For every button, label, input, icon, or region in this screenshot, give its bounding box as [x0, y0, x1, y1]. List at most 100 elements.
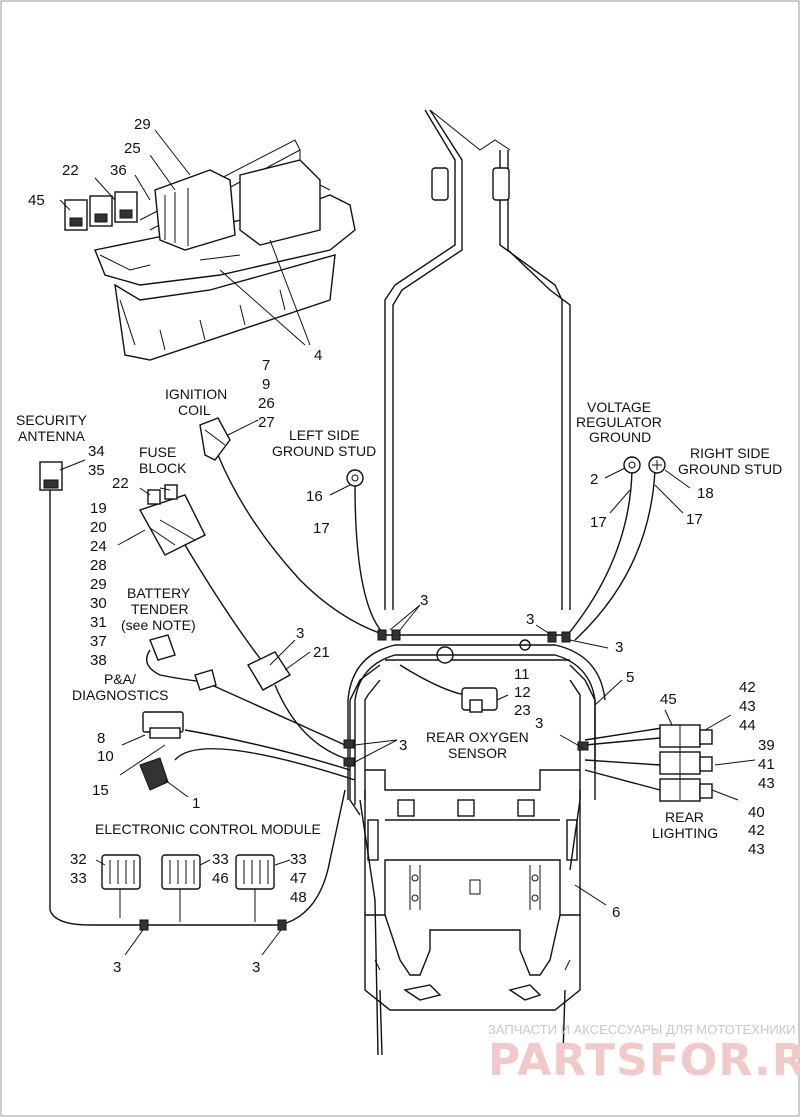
ignition-coil-label-2: COIL: [178, 402, 211, 418]
watermark: ЗАПЧАСТИ И АКСЕССУАРЫ ДЛЯ МОТОТЕХНИКИ PA…: [488, 1022, 800, 1086]
callout-24: 24: [90, 538, 107, 555]
leader-lines: [59, 419, 756, 956]
callout-3b: 3: [526, 611, 534, 628]
rear-oxygen-sensor-label-2: SENSOR: [448, 745, 507, 761]
callout-43b: 43: [758, 775, 775, 792]
fuse-block-label-2: BLOCK: [139, 460, 187, 476]
callout-39: 39: [758, 737, 775, 754]
component-labels: IGNITION COIL SECURITY ANTENNA FUSE BLOC…: [16, 386, 782, 841]
callout-5: 5: [626, 669, 634, 686]
ecm-connector-3: [235, 854, 275, 890]
callout-16: 16: [306, 488, 323, 505]
callout-17c: 17: [686, 511, 703, 528]
pa-diagnostics-label: P&A/: [104, 671, 136, 687]
callout-31: 31: [90, 614, 107, 631]
watermark-brand: PARTSFOR.RU: [488, 1035, 800, 1086]
callout-3a: 3: [420, 592, 428, 609]
callout-15: 15: [92, 782, 109, 799]
motorcycle-frame: [349, 109, 596, 1056]
right-ground-stud-label-2: GROUND STUD: [678, 461, 782, 477]
fuse-block-label: FUSE: [139, 444, 176, 460]
callout-33c: 33: [290, 851, 307, 868]
callout-3f: 3: [399, 737, 407, 754]
callout-3h: 3: [252, 959, 260, 976]
callout-numbers: 29 25 22 36 45 4 7 9 26 27 34 35 22 19 2…: [28, 116, 775, 976]
rear-lighting-label: REAR: [665, 809, 704, 825]
rear-oxygen-sensor-label: REAR OXYGEN: [426, 729, 529, 745]
callout-8: 8: [97, 730, 105, 747]
callout-17a: 17: [313, 520, 330, 537]
callout-22: 22: [62, 162, 79, 179]
callout-36: 36: [110, 162, 127, 179]
callout-47: 47: [290, 870, 307, 887]
callout-33a: 33: [70, 870, 87, 887]
callout-19: 19: [90, 500, 107, 517]
ecm-connector-2: [161, 854, 201, 890]
callout-28: 28: [90, 557, 107, 574]
callout-9: 9: [262, 376, 270, 393]
callout-43a: 43: [739, 698, 756, 715]
callout-22b: 22: [112, 475, 129, 492]
callout-20: 20: [90, 519, 107, 536]
callout-1: 1: [192, 795, 200, 812]
callout-3g: 3: [113, 959, 121, 976]
callout-25: 25: [124, 140, 141, 157]
callout-3d: 3: [296, 625, 304, 642]
callout-3c: 3: [615, 639, 623, 656]
callout-38: 38: [90, 652, 107, 669]
callout-3e: 3: [535, 715, 543, 732]
rear-lighting-label-2: LIGHTING: [652, 825, 718, 841]
callout-40: 40: [748, 804, 765, 821]
callout-10: 10: [97, 748, 114, 765]
ignition-coil-label: IGNITION: [165, 386, 227, 402]
callout-29b: 29: [90, 576, 107, 593]
battery-tender-label-2: TENDER: [131, 601, 189, 617]
fuse-block: [138, 484, 206, 556]
security-antenna: [39, 461, 63, 491]
callout-21: 21: [313, 644, 330, 661]
callout-26: 26: [258, 395, 275, 412]
voltage-regulator-label: VOLTAGE: [587, 399, 651, 415]
watermark-tagline: ЗАПЧАСТИ И АКСЕССУАРЫ ДЛЯ МОТОТЕХНИКИ: [488, 1022, 796, 1037]
callout-48: 48: [290, 889, 307, 906]
ecm-connector-1: [101, 854, 141, 890]
voltage-regulator-label-2: REGULATOR: [576, 414, 662, 430]
callout-17b: 17: [590, 514, 607, 531]
callout-45: 45: [28, 192, 45, 209]
callout-30: 30: [90, 595, 107, 612]
callout-11: 11: [514, 666, 530, 683]
callout-7: 7: [262, 357, 270, 374]
callout-33b: 33: [212, 851, 229, 868]
ignition-coil-connector: [199, 417, 231, 461]
callout-23: 23: [514, 702, 531, 719]
callout-32: 32: [70, 851, 87, 868]
security-antenna-label: SECURITY: [16, 412, 87, 428]
callout-6: 6: [612, 904, 620, 921]
left-ground-stud-label-2: GROUND STUD: [272, 443, 376, 459]
callout-35: 35: [88, 462, 105, 479]
callout-27: 27: [258, 414, 275, 431]
callout-45b: 45: [660, 691, 677, 708]
callout-42b: 42: [748, 822, 765, 839]
wiring-harness: [49, 454, 663, 1056]
battery-tender-label-3: (see NOTE): [121, 617, 196, 633]
callout-29: 29: [134, 116, 151, 133]
left-ground-stud-label: LEFT SIDE: [289, 427, 360, 443]
security-antenna-label-2: ANTENNA: [18, 428, 86, 444]
callout-43c: 43: [748, 841, 765, 858]
callout-2: 2: [590, 471, 598, 488]
battery-tender-label: BATTERY: [127, 585, 191, 601]
callout-46: 46: [212, 870, 229, 887]
right-ground-stud-label: RIGHT SIDE: [690, 445, 770, 461]
electrical-tray: [59, 129, 356, 361]
components: [39, 417, 713, 890]
callout-41: 41: [758, 756, 775, 773]
voltage-regulator-label-3: GROUND: [589, 429, 651, 445]
callout-44: 44: [739, 717, 756, 734]
callout-18: 18: [697, 485, 714, 502]
callout-34: 34: [88, 443, 105, 460]
pa-diagnostics-label-2: DIAGNOSTICS: [72, 687, 168, 703]
callout-12: 12: [514, 684, 531, 701]
callout-42a: 42: [739, 679, 756, 696]
